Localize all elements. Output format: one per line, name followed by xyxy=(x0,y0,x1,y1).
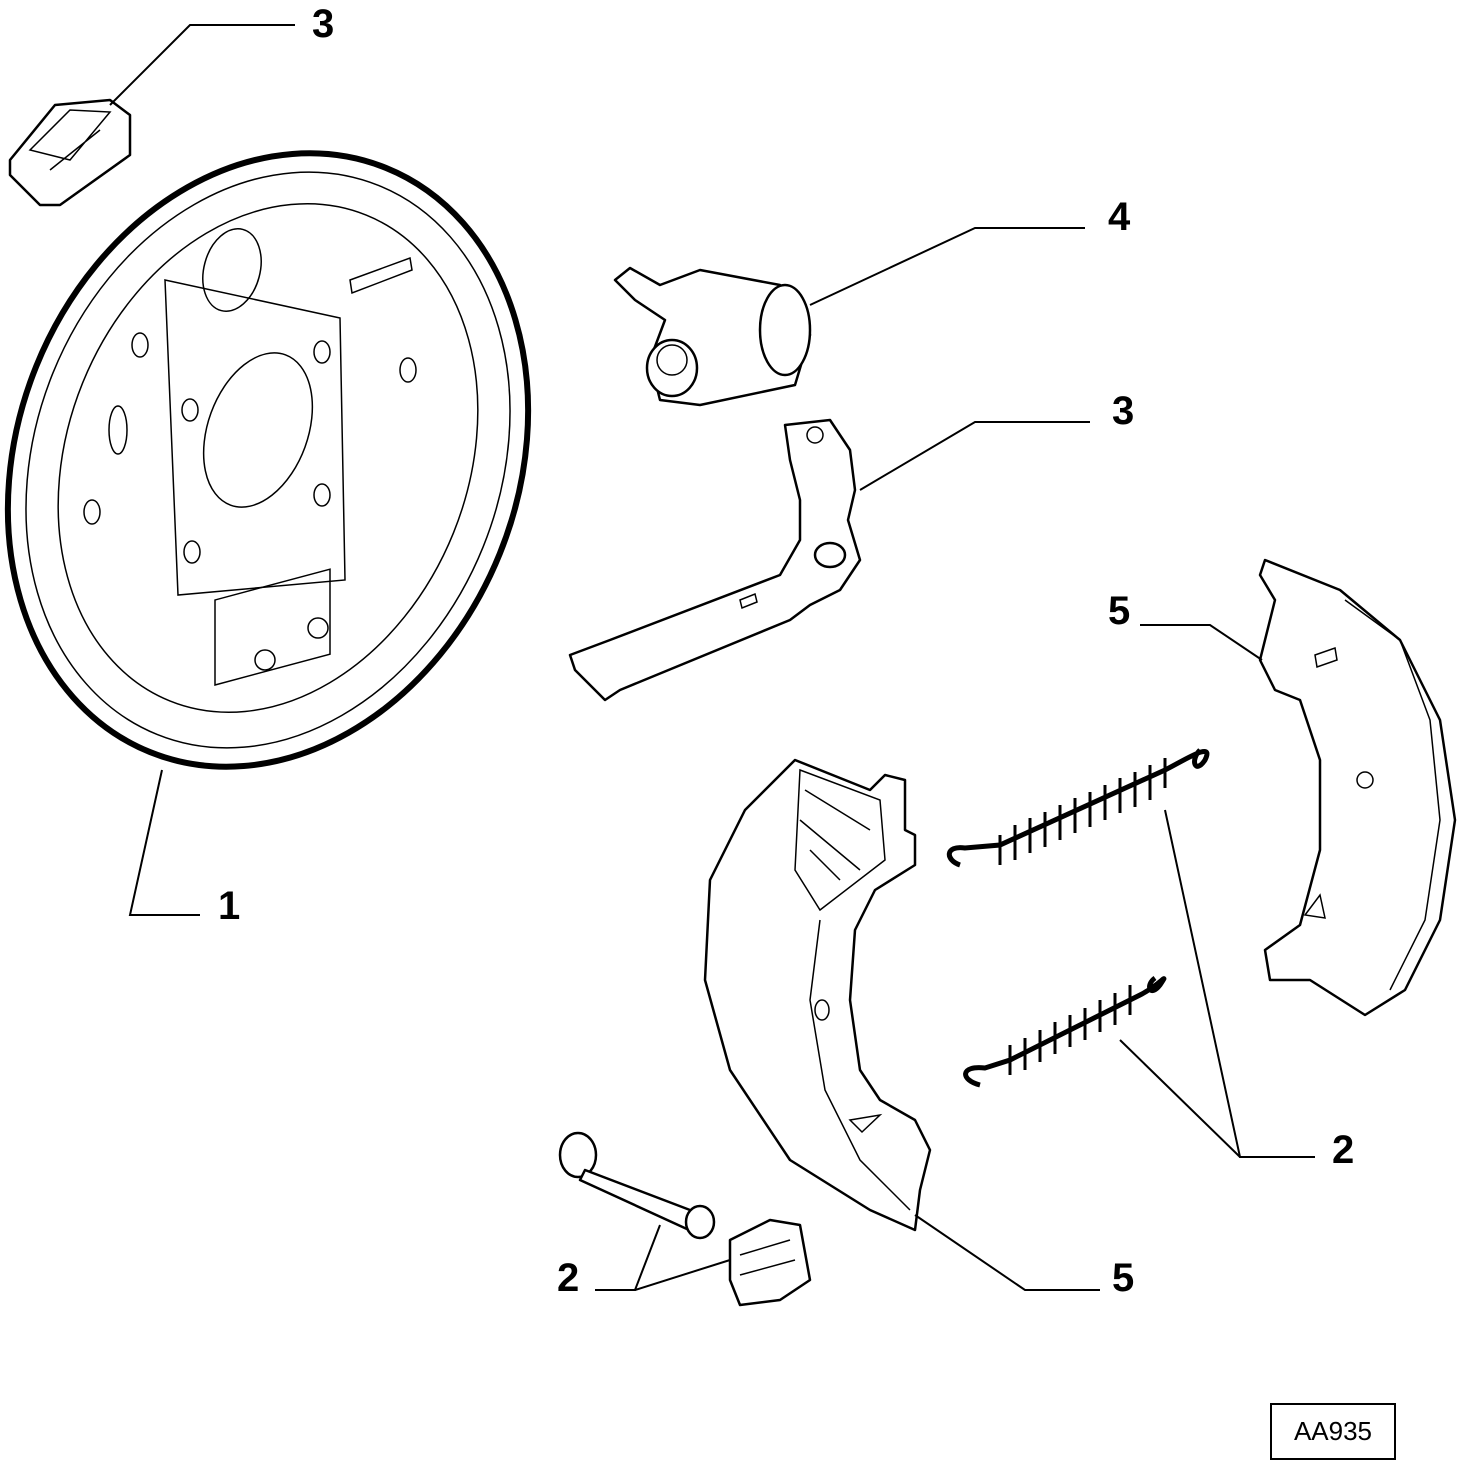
callout-shoe-left: 5 xyxy=(1112,1256,1135,1300)
handbrake-lever xyxy=(568,418,862,702)
callout-pin-clip: 2 xyxy=(557,1256,580,1300)
return-spring-lower xyxy=(963,975,1167,1088)
brake-shoe-right xyxy=(1258,558,1457,1017)
retaining-clip-top xyxy=(8,98,132,207)
leader-lines xyxy=(109,24,1315,1291)
return-spring-upper xyxy=(946,748,1210,868)
hold-down-pin xyxy=(558,1131,716,1240)
brake-shoe-left xyxy=(703,758,932,1232)
wheel-cylinder xyxy=(613,266,812,407)
callout-wheel-cylinder: 4 xyxy=(1108,195,1131,239)
callout-springs: 2 xyxy=(1332,1128,1355,1172)
callout-lever: 3 xyxy=(1112,389,1135,433)
callout-backing-plate: 1 xyxy=(218,884,241,928)
reference-code: AA935 xyxy=(1270,1403,1396,1460)
callout-shoe-right: 5 xyxy=(1108,589,1131,633)
hold-down-clip xyxy=(728,1218,812,1307)
callout-clip-top: 3 xyxy=(312,2,335,46)
backing-plate xyxy=(4,150,532,770)
